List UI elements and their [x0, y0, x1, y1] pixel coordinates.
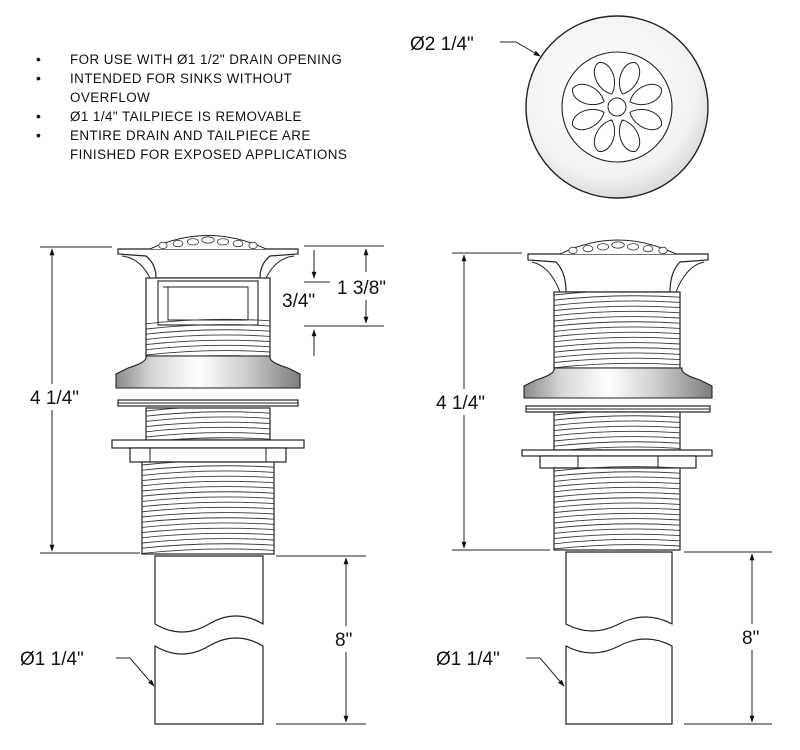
right-dimensions: 4 1/4" 8" Ø1 1/4" [434, 252, 774, 725]
drain-right-view [521, 239, 713, 725]
left-dimensions: 4 1/4" 1 3/8" 3/4" 8" Ø1 1/4" [20, 245, 386, 725]
strainer-petal [593, 62, 616, 95]
strainer-petal [629, 108, 662, 131]
tailpiece-length-right-label: 8" [742, 628, 759, 649]
strainer-petal [618, 119, 641, 152]
strainer-diameter-label: Ø2 1/4" [410, 34, 474, 55]
strainer-petals [572, 62, 662, 152]
tailpiece-diameter-right-label: Ø1 1/4" [436, 649, 500, 670]
overall-length-left-label: 4 1/4" [30, 388, 79, 409]
note-item: INTENDED FOR SINKS WITHOUT OVERFLOW [36, 69, 366, 107]
strainer-petal [629, 83, 662, 106]
tailpiece-length-left-label: 8" [335, 630, 352, 651]
overall-length-right-label: 4 1/4" [436, 393, 485, 414]
strainer-petal [618, 62, 641, 95]
drain-left-view [111, 235, 305, 725]
note-item: FOR USE WITH Ø1 1/2" DRAIN OPENING [36, 50, 366, 69]
strainer-petal [593, 119, 616, 152]
note-item: ENTIRE DRAIN AND TAILPIECE ARE FINISHED … [36, 126, 366, 164]
dome-holes [568, 241, 668, 254]
top-to-slot-label: 1 3/8" [337, 278, 386, 299]
strainer-petal [572, 83, 605, 106]
dome-holes [158, 236, 258, 249]
tailpiece-diameter-left-label: Ø1 1/4" [20, 649, 84, 670]
strainer-petal [572, 108, 605, 131]
notes-list: FOR USE WITH Ø1 1/2" DRAIN OPENING INTEN… [36, 50, 366, 164]
note-item: Ø1 1/4" TAILPIECE IS REMOVABLE [36, 107, 366, 126]
slot-height-label: 3/4" [282, 291, 315, 312]
strainer-diameter-callout: Ø2 1/4" [410, 34, 541, 57]
strainer-top-view [525, 15, 709, 199]
